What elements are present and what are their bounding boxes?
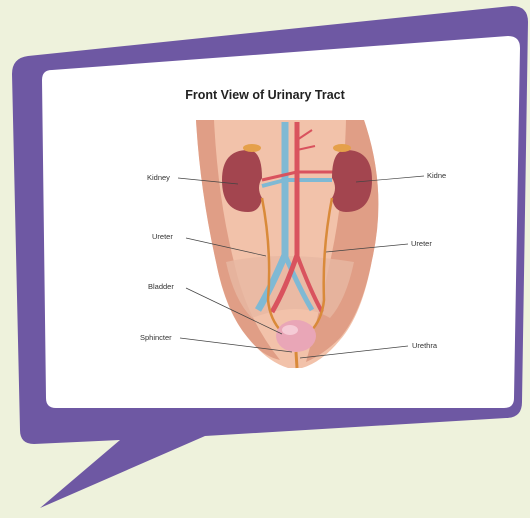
label-ureter-right: Ureter	[411, 239, 432, 248]
label-bladder: Bladder	[148, 282, 174, 291]
bladder	[276, 320, 316, 352]
label-kidney-right: Kidne	[427, 171, 446, 180]
urethra-line	[296, 352, 297, 368]
diagram-title: Front View of Urinary Tract	[150, 88, 380, 102]
kidney-left	[222, 150, 262, 212]
bladder-highlight	[282, 325, 298, 335]
label-urethra: Urethra	[412, 341, 437, 350]
label-sphincter: Sphincter	[140, 333, 172, 342]
adrenal-right	[333, 144, 351, 152]
label-ureter-left: Ureter	[152, 232, 173, 241]
label-kidney-left: Kidney	[147, 173, 170, 182]
adrenal-left	[243, 144, 261, 152]
